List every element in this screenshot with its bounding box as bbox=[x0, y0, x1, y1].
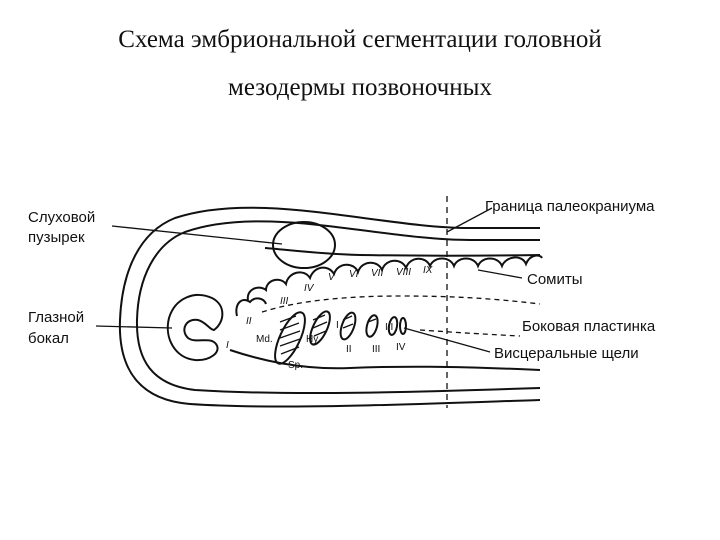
embryo-outline-outer bbox=[120, 208, 540, 407]
leader-somites bbox=[478, 270, 522, 278]
label-otic-2: пузырек bbox=[28, 229, 85, 246]
arch-label-sp: Sp. bbox=[288, 360, 303, 371]
segment-label-3: III bbox=[280, 296, 289, 307]
eye-cup bbox=[168, 295, 223, 360]
arch-label-md: Md. bbox=[256, 334, 273, 345]
label-otic-1: Слуховой bbox=[28, 209, 95, 226]
visceral-arch-6 bbox=[400, 318, 406, 334]
label-eye-2: бокал bbox=[28, 330, 69, 347]
arch-label-hy: Hy. bbox=[306, 334, 320, 345]
segment-label-1: I bbox=[226, 340, 229, 351]
lateral-plate-boundary bbox=[262, 296, 540, 312]
leader-eye bbox=[96, 326, 172, 328]
cleft-number-2: II bbox=[346, 344, 352, 355]
cleft-number-3b: III bbox=[385, 322, 393, 333]
visceral-arch-mandibular bbox=[269, 308, 311, 367]
segment-label-9: IX bbox=[423, 265, 433, 276]
cleft-number-4: IV bbox=[396, 342, 406, 353]
label-somites: Сомиты bbox=[527, 271, 583, 288]
segment-label-4: IV bbox=[304, 283, 315, 294]
segment-label-8: VIII bbox=[396, 267, 411, 278]
somite-row bbox=[248, 256, 542, 300]
label-visceral-clefts: Висцеральные щели bbox=[494, 345, 639, 362]
cleft-number-3: III bbox=[372, 344, 380, 355]
segment-label-2: II bbox=[246, 316, 252, 327]
label-paleocranium-border: Граница палеокраниума bbox=[485, 198, 655, 215]
segment-label-6: VI bbox=[349, 269, 359, 280]
cleft-number-1: I bbox=[336, 320, 339, 331]
somite-base-line bbox=[236, 298, 266, 316]
label-eye-1: Глазной bbox=[28, 309, 84, 326]
visceral-arch-3 bbox=[338, 311, 359, 341]
label-lateral-plate: Боковая пластинка bbox=[522, 318, 656, 335]
neural-tube-floor bbox=[265, 248, 540, 256]
visceral-arch-4 bbox=[364, 314, 379, 338]
lateral-plate-boundary-lower bbox=[420, 330, 520, 336]
otic-vesicle bbox=[273, 222, 335, 268]
segment-label-7: VII bbox=[371, 268, 383, 279]
